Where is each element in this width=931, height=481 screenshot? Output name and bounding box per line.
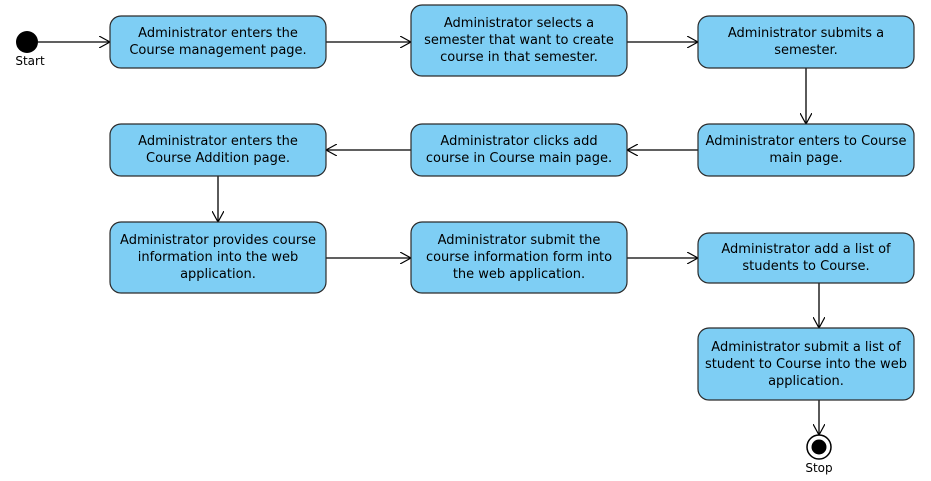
activity-node-box xyxy=(410,221,628,294)
activity-node-box xyxy=(109,221,327,294)
nodes xyxy=(109,4,915,401)
activity-node-box xyxy=(697,327,915,401)
activity-node-box xyxy=(410,4,628,77)
stop-node xyxy=(806,434,832,460)
activity-node-box xyxy=(697,232,915,284)
activity-node-box xyxy=(109,15,327,69)
activity-node-box xyxy=(697,15,915,69)
activity-node-box xyxy=(697,123,915,177)
activity-node-box xyxy=(109,123,327,177)
stop-label: Stop xyxy=(805,461,833,475)
activity-node-box xyxy=(410,123,628,177)
edges xyxy=(38,42,819,435)
start-node xyxy=(16,31,38,53)
start-label: Start xyxy=(15,54,45,68)
